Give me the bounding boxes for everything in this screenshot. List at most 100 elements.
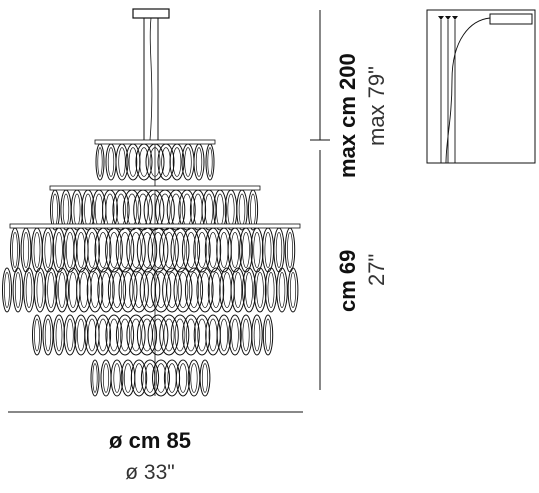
glass-ring — [173, 267, 193, 313]
glass-ring-inner — [242, 232, 250, 268]
glass-ring-inner — [4, 272, 10, 308]
glass-ring-inner — [184, 147, 192, 177]
glass-ring — [73, 314, 89, 356]
glass-ring-inner — [155, 363, 167, 393]
glass-ring — [130, 359, 148, 397]
side-view-rod-caps — [438, 16, 458, 20]
glass-ring-inner — [94, 193, 104, 227]
glass-ring-inner — [47, 272, 55, 308]
glass-ring-inner — [119, 318, 131, 352]
glass-ring-inner — [73, 193, 81, 227]
glass-ring — [261, 227, 275, 273]
glass-ring — [193, 143, 205, 181]
diameter-imperial-label: ø 33" — [125, 461, 175, 484]
glass-ring — [287, 267, 299, 313]
ceiling-canopy — [132, 8, 170, 19]
glass-ring — [228, 314, 242, 356]
glass-ring-inner — [109, 318, 119, 352]
glass-ring-inner — [92, 363, 98, 393]
body-height-metric-label: cm 69 — [335, 249, 360, 312]
glass-ring — [44, 267, 58, 313]
glass-ring-inner — [119, 232, 131, 268]
glass-ring — [205, 143, 215, 181]
glass-ring — [251, 314, 263, 356]
glass-ring-inner — [185, 232, 197, 268]
glass-ring — [126, 314, 146, 356]
glass-ring — [90, 359, 100, 397]
glass-ring — [175, 359, 191, 397]
glass-ring — [31, 227, 43, 273]
glass-ring — [216, 227, 232, 273]
glass-ring — [115, 314, 135, 356]
glass-ring — [150, 267, 172, 313]
glass-ring — [42, 314, 54, 356]
glass-ring-inner — [253, 232, 261, 268]
glass-ring-inner — [87, 232, 97, 268]
glass-ring-inner — [197, 318, 207, 352]
glass-ring-inner — [109, 232, 119, 268]
glass-ring — [107, 267, 127, 313]
glass-ring-inner — [163, 318, 175, 352]
glass-ring-inner — [170, 193, 182, 227]
side-view-cable — [445, 17, 491, 164]
glass-ring-inner — [230, 232, 240, 268]
glass-ring — [147, 314, 169, 356]
glass-ring — [216, 314, 232, 356]
glass-ring-inner — [66, 318, 74, 352]
glass-ring — [147, 227, 169, 273]
glass-ring-inner — [55, 232, 63, 268]
glass-ring-inner — [133, 272, 145, 308]
glass-ring — [20, 227, 32, 273]
glass-ring-inner — [97, 147, 103, 177]
glass-ring — [55, 267, 69, 313]
glass-ring-inner — [231, 318, 239, 352]
glass-ring — [152, 359, 170, 397]
glass-ring — [86, 267, 104, 313]
glass-ring-inner — [264, 232, 272, 268]
glass-ring — [84, 314, 100, 356]
glass-ring — [162, 267, 182, 313]
glass-ring-inner — [166, 272, 178, 308]
glass-ring — [63, 314, 77, 356]
glass-ring — [207, 267, 225, 313]
glass-ring-inner — [55, 318, 63, 352]
glass-ring-inner — [278, 272, 286, 308]
glass-ring-inner — [58, 272, 66, 308]
glass-ring — [205, 314, 221, 356]
glass-ring — [100, 359, 112, 397]
glass-ring — [193, 314, 211, 356]
glass-ring — [53, 314, 65, 356]
glass-rings-body — [2, 139, 301, 397]
glass-ring-inner — [242, 318, 250, 352]
glass-ring-inner — [219, 318, 229, 352]
glass-ring — [129, 267, 149, 313]
glass-ring-inner — [161, 147, 171, 177]
glass-ring — [97, 267, 115, 313]
glass-ring — [33, 267, 47, 313]
glass-ring — [170, 314, 190, 356]
glass-ring-inner — [137, 193, 149, 227]
glass-ring — [105, 314, 123, 356]
glass-ring — [284, 227, 296, 273]
glass-ring — [23, 267, 35, 313]
glass-ring-inner — [128, 147, 138, 177]
glass-ring — [199, 359, 211, 397]
glass-ring — [2, 267, 12, 313]
glass-ring-inner — [144, 363, 156, 393]
glass-ring-inner — [250, 193, 256, 227]
glass-ring — [126, 227, 146, 273]
glass-ring — [118, 267, 138, 313]
glass-ring-inner — [256, 272, 264, 308]
max-height-imperial-label: max 79" — [364, 66, 389, 146]
glass-ring-inner — [197, 232, 207, 268]
glass-ring — [230, 267, 246, 313]
glass-ring-inner — [186, 318, 196, 352]
glass-ring — [139, 267, 161, 313]
glass-ring — [10, 227, 20, 273]
glass-ring-inner — [84, 193, 92, 227]
glass-ring — [12, 267, 24, 313]
glass-ring-inner — [36, 272, 44, 308]
glass-ring-inner — [102, 363, 110, 393]
